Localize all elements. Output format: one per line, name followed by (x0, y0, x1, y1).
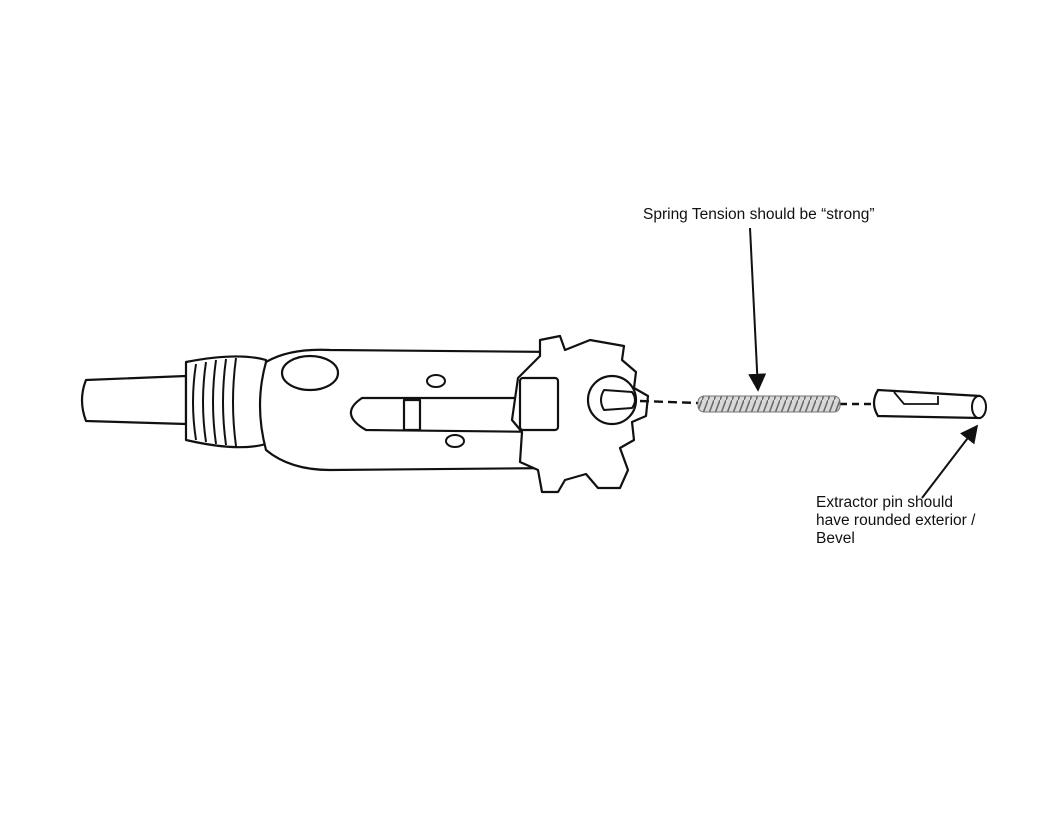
lug-block (518, 376, 560, 432)
extractor-callout-line-3: Bevel (816, 530, 855, 547)
extractor-callout-text: Extractor pin should have rounded exteri… (816, 494, 1016, 548)
bolt-tail (80, 374, 188, 426)
thread-lines (192, 357, 237, 447)
gas-hole-lower (445, 434, 465, 448)
cam-pin-hole (280, 354, 340, 392)
bolt-thread-collar (184, 355, 268, 449)
firing-pin-tip (600, 389, 636, 411)
alignment-dash-1 (639, 399, 699, 405)
body-slot (349, 396, 550, 434)
extractor-pin (872, 388, 987, 420)
spring-callout-arrow (748, 227, 767, 392)
slot-pin (402, 398, 422, 432)
extractor-callout-line-1: Extractor pin should (816, 494, 953, 511)
extractor-spring (697, 395, 841, 413)
extractor-callout-arrow (921, 424, 979, 499)
spring-callout-text: Spring Tension should be “strong” (643, 206, 875, 223)
extractor-callout-line-2: have rounded exterior / (816, 512, 976, 529)
gas-hole-upper (426, 374, 446, 388)
